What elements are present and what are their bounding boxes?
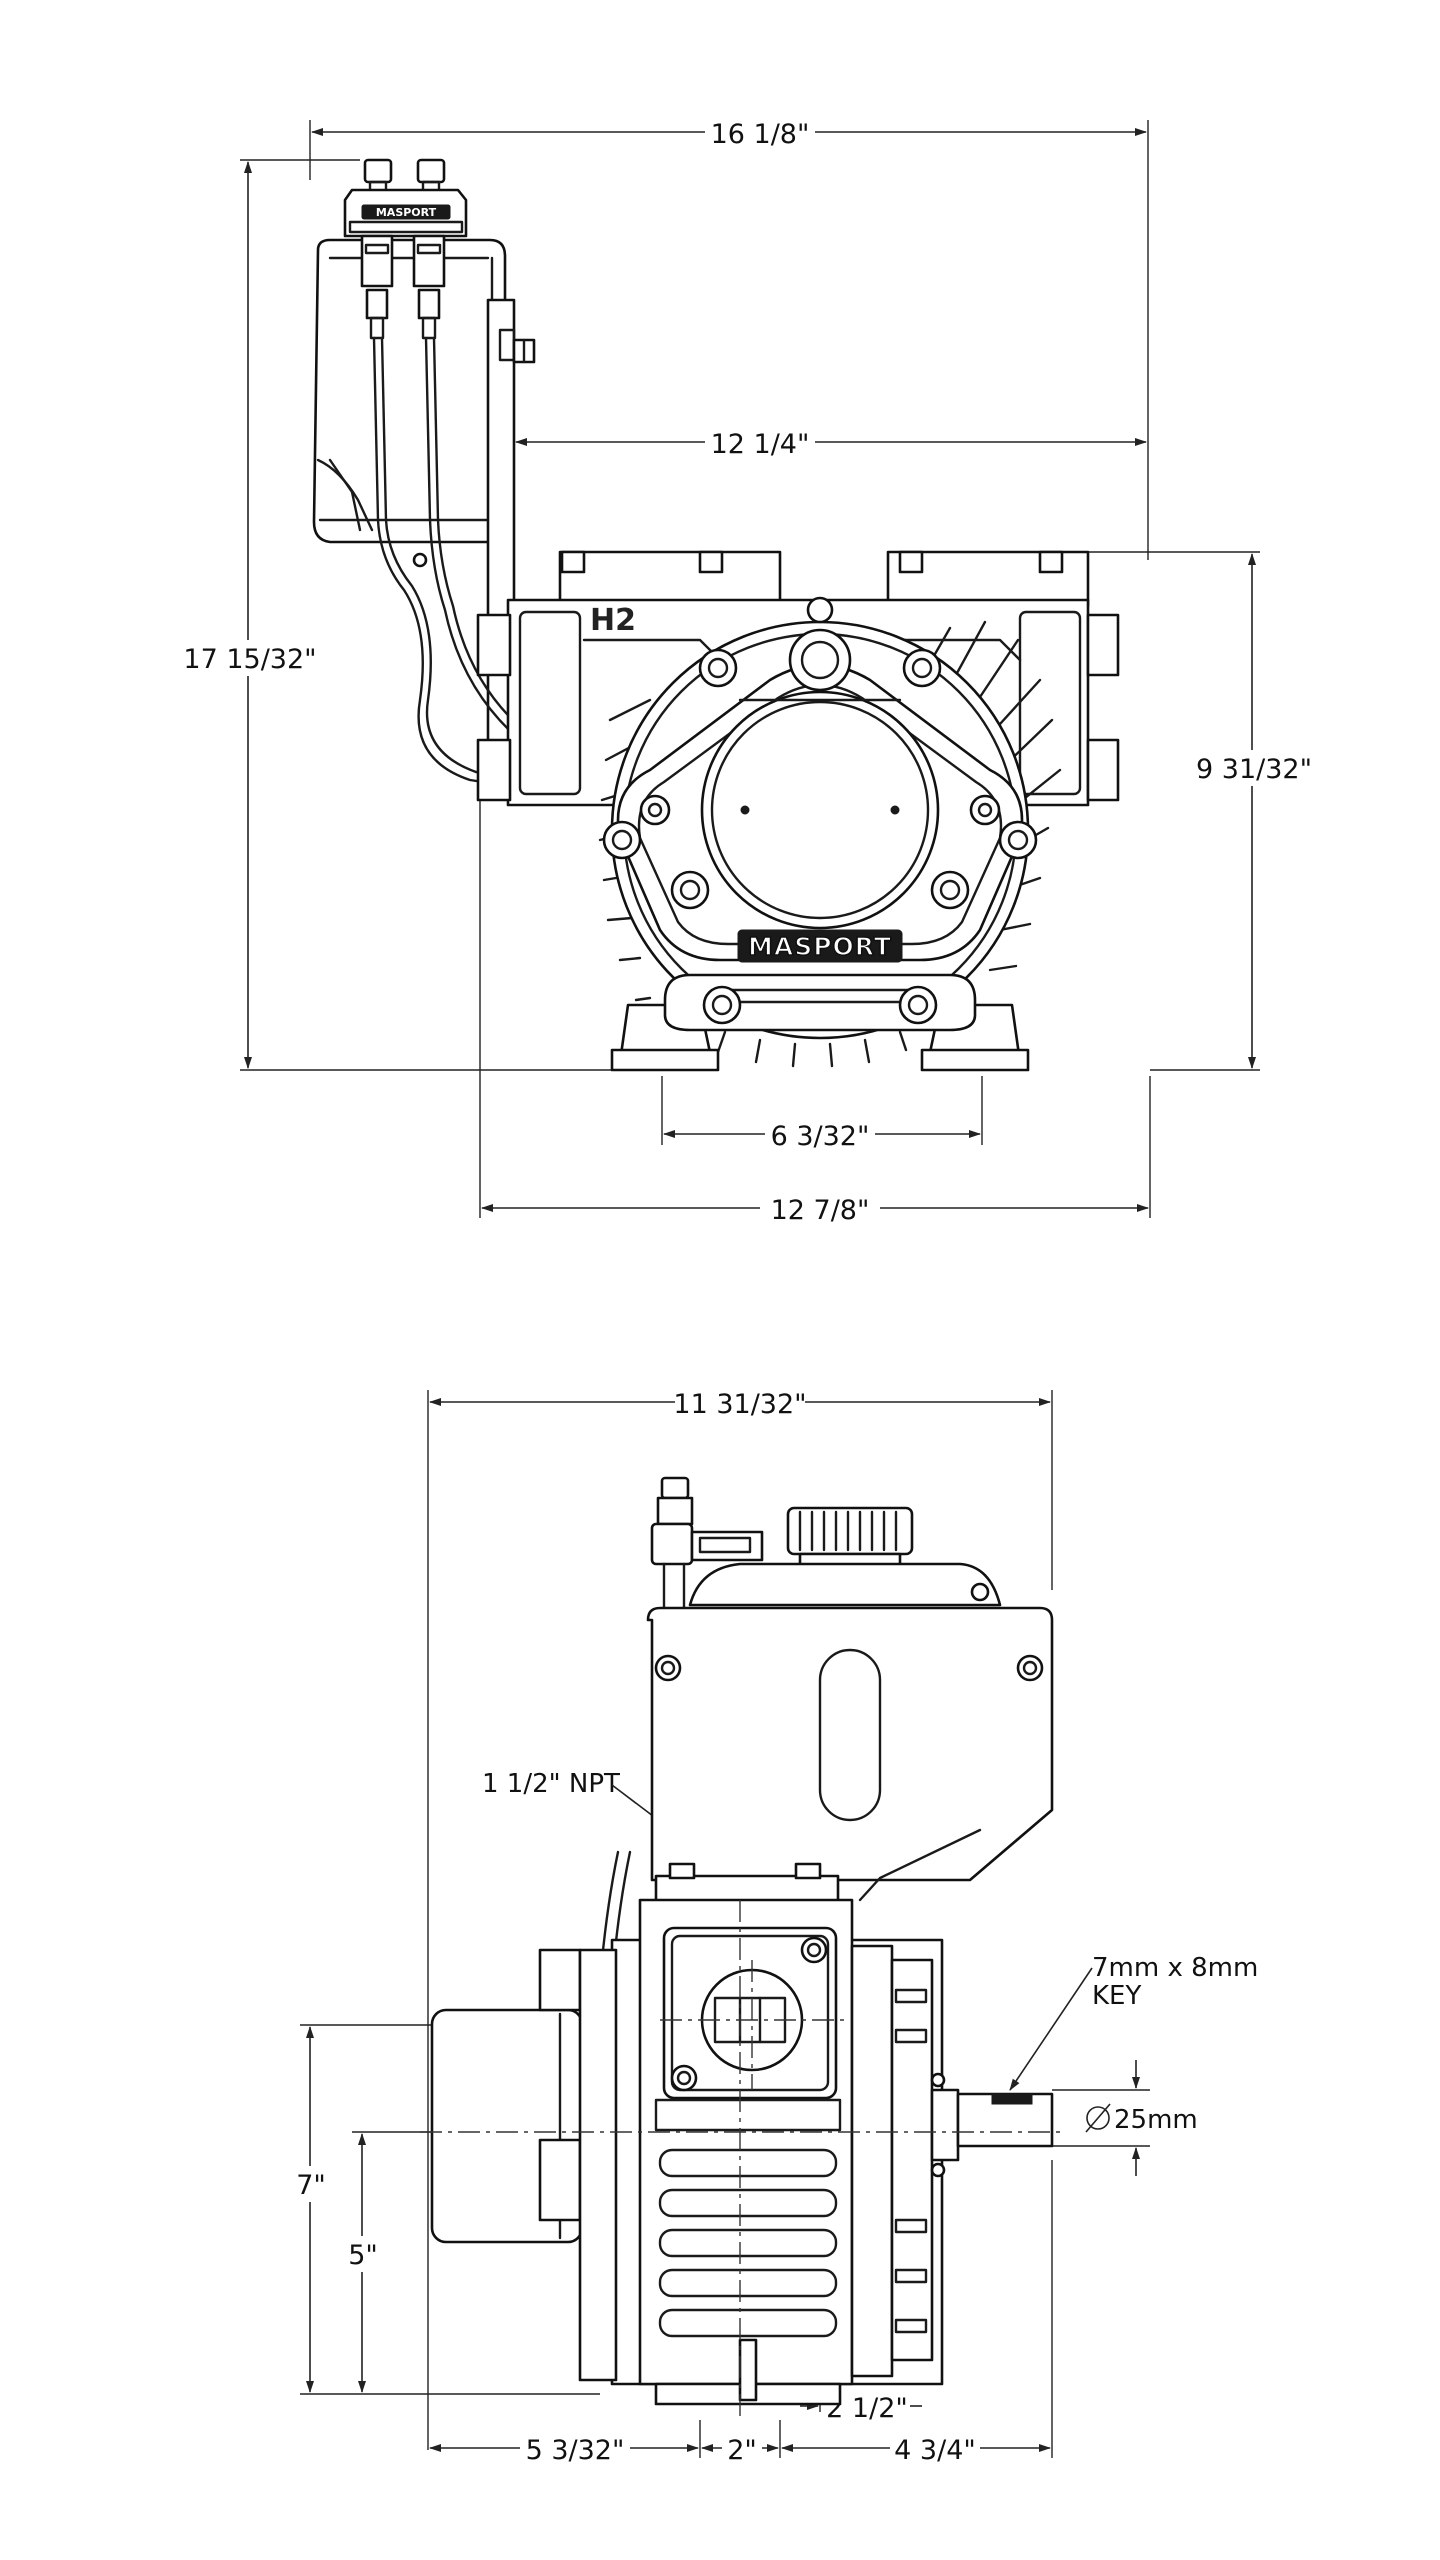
side-view: 11 31/32" 1 1/2" NPT 7mm x 8mm KEY 25mm … xyxy=(290,1385,1258,2466)
side-cooling-fins xyxy=(658,2148,838,2338)
housing-bolts xyxy=(602,648,1038,1025)
oil-tank-assembly: MASPORT xyxy=(312,158,618,802)
cap-knurling xyxy=(798,1510,898,1552)
dim-key-size-line2: KEY xyxy=(1092,1981,1141,2011)
cooling-fins-bottom xyxy=(716,1030,908,1068)
brand-label: MASPORT xyxy=(748,932,892,961)
dim-side-overall-width: 11 31/32" xyxy=(673,1389,806,1420)
dim-center-width: 2" xyxy=(727,2435,757,2466)
dim-pump-height: 9 31/32" xyxy=(1196,754,1312,785)
dim-shaft-height: 7" xyxy=(296,2170,326,2201)
dim-key-size-line1: 7mm x 8mm xyxy=(1092,1953,1258,1983)
dim-shaft-diameter: 25mm xyxy=(1114,2105,1198,2135)
dim-port-thread: 1 1/2" NPT xyxy=(482,1769,620,1799)
dim-foot-spacing: 6 3/32" xyxy=(771,1121,870,1152)
dim-inlet-height: 5" xyxy=(348,2240,378,2271)
vacuum-pump-side xyxy=(420,1476,1060,2420)
side-dimensions: 11 31/32" 1 1/2" NPT 7mm x 8mm KEY 25mm … xyxy=(290,1385,1258,2466)
dim-right-offset: 4 3/4" xyxy=(894,2435,976,2466)
vacuum-pump-front: H2 xyxy=(476,550,1120,1072)
dim-left-offset: 5 3/32" xyxy=(526,2435,625,2466)
front-dimensions: 16 1/8" 12 1/4" 17 15/32" 9 31/32" 6 3/ xyxy=(180,115,1320,1226)
side-right-ribs xyxy=(894,1988,928,2334)
front-view: 16 1/8" 12 1/4" 17 15/32" 9 31/32" 6 3/ xyxy=(180,115,1320,1226)
dim-overall-width: 16 1/8" xyxy=(711,119,810,150)
svg-text:MASPORT: MASPORT xyxy=(376,206,437,219)
dim-base-width: 12 7/8" xyxy=(771,1195,870,1226)
dim-tank-offset: 12 1/4" xyxy=(711,429,810,460)
dim-overall-height: 17 15/32" xyxy=(183,644,316,675)
model-label: H2 xyxy=(590,603,636,638)
